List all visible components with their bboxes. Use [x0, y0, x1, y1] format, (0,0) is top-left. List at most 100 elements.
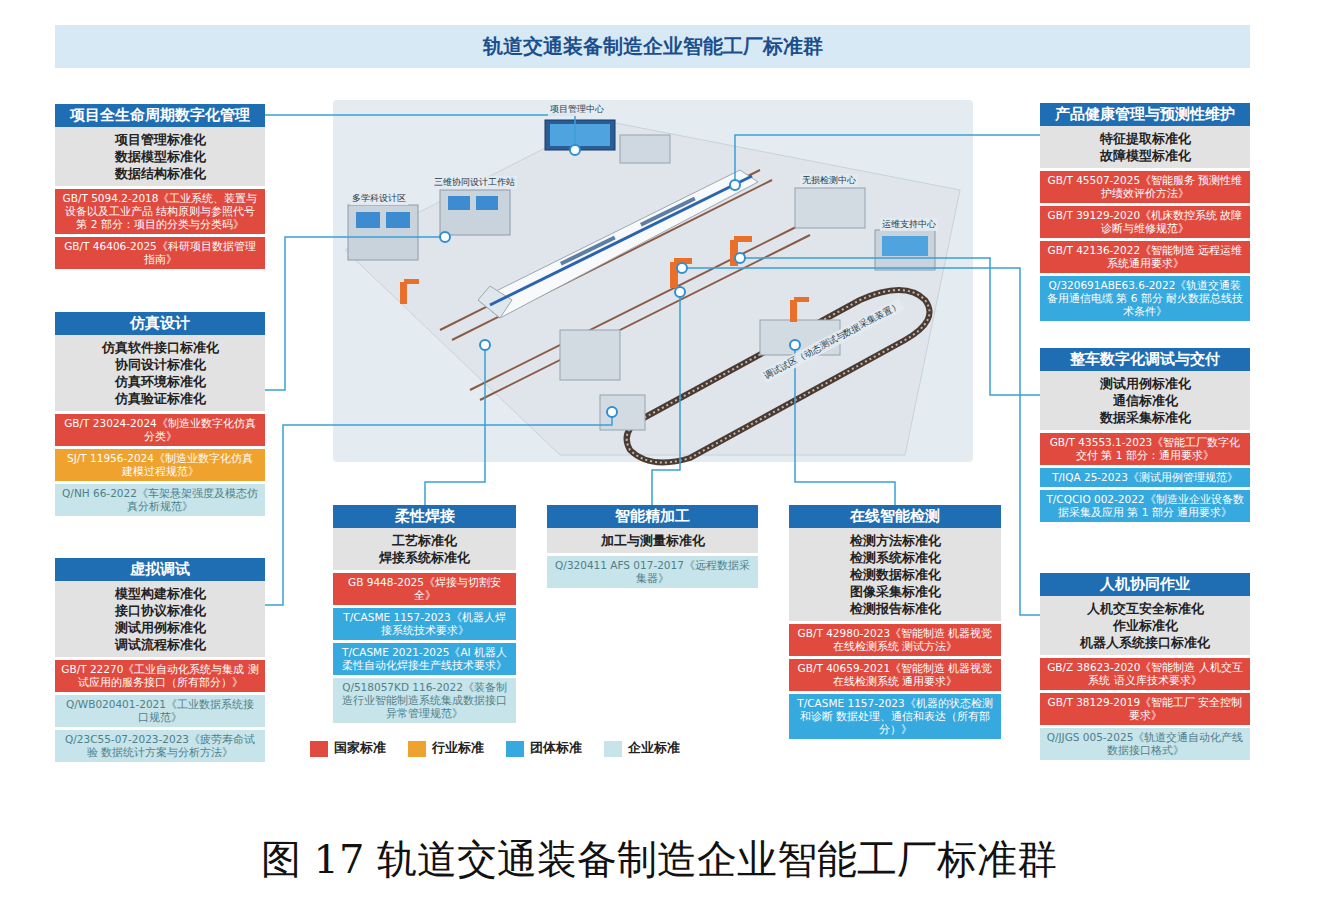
item-text: 数据模型标准化 — [59, 148, 261, 165]
item-text: 检测系统标准化 — [793, 549, 997, 566]
section-heading: 智能精加工 — [547, 505, 758, 528]
standard-text: GB/T 22270《工业自动化系统与集成 测试应用的服务接口（所有部分）》 — [61, 663, 258, 688]
item-text: 焊接系统标准化 — [337, 549, 512, 566]
item-text: 协同设计标准化 — [59, 356, 261, 373]
standard-section: 智能精加工加工与测量标准化 Q/320411 AFS 017-2017《远程数据采… — [547, 505, 758, 588]
standard-text: GB 9448-2025《焊接与切割安全》 — [348, 576, 501, 601]
legend: 国家标准 行业标准 团体标准 企业标准 — [310, 740, 680, 757]
legend-entry: 国家标准 — [310, 740, 386, 757]
item-text: 仿真环境标准化 — [59, 373, 261, 390]
standard-text: GB/T 46406-2025《科研项目数据管理指南》 — [64, 240, 256, 265]
legend-swatch — [506, 741, 524, 757]
item-panel: 工艺标准化焊接系统标准化 — [333, 528, 516, 570]
standard-text: GB/T 45507-2025《智能服务 预测性维护绩效评价方法》 — [1048, 174, 1243, 199]
item-text: 故障模型标准化 — [1044, 147, 1246, 164]
standard-box: Q/JJGS 005-2025《轨道交通自动化产线数据接口格式》 — [1040, 728, 1250, 760]
standard-text: Q/320691ABE63.6-2022《轨道交通装备用通信电缆 第 6 部分 … — [1047, 279, 1243, 317]
standard-box: T/CQCIO 002-2022《制造业企业设备数据采集及应用 第 1 部分 通… — [1040, 490, 1250, 522]
standard-text: GB/T 39129-2020《机床数控系统 故障诊断与维修规范》 — [1048, 209, 1243, 234]
standard-text: Q/518057KD 116-2022《装备制造行业智能制造系统集成数据接口异常… — [342, 681, 507, 719]
legend-text: 行业标准 — [432, 740, 484, 757]
standard-box: Q/320411 AFS 017-2017《远程数据采集器》 — [547, 556, 758, 588]
item-text: 通信标准化 — [1044, 392, 1246, 409]
standard-text: GB/T 43553.1-2023《智能工厂数字化交付 第 1 部分：通用要求》 — [1050, 436, 1241, 461]
section-heading: 整车数字化调试与交付 — [1040, 348, 1250, 371]
standard-box: Q/518057KD 116-2022《装备制造行业智能制造系统集成数据接口异常… — [333, 678, 516, 723]
standard-text: T/CASME 1157-2023《机器的状态检测和诊断 数据处理、通信和表达（… — [797, 697, 992, 735]
standard-box: T/IQA 25-2023《测试用例管理规范》 — [1040, 468, 1250, 487]
item-text: 工艺标准化 — [337, 532, 512, 549]
standard-text: Q/320411 AFS 017-2017《远程数据采集器》 — [555, 559, 750, 584]
standard-box: T/CASME 1157-2023《机器的状态检测和诊断 数据处理、通信和表达（… — [789, 694, 1001, 739]
standard-section: 整车数字化调试与交付测试用例标准化通信标准化数据采集标准化 GB/T 43553.… — [1040, 348, 1250, 522]
item-panel: 模型构建标准化接口协议标准化测试用例标准化调试流程标准化 — [55, 581, 265, 657]
standard-box: GB 9448-2025《焊接与切割安全》 — [333, 573, 516, 605]
item-text: 数据结构标准化 — [59, 165, 261, 182]
standard-text: GB/Z 38623-2020《智能制造 人机交互系统 语义库技术要求》 — [1047, 661, 1243, 686]
standard-box: Q/320691ABE63.6-2022《轨道交通装备用通信电缆 第 6 部分 … — [1040, 276, 1250, 321]
item-text: 图像采集标准化 — [793, 583, 997, 600]
legend-text: 企业标准 — [628, 740, 680, 757]
section-heading: 柔性焊接 — [333, 505, 516, 528]
section-heading: 在线智能检测 — [789, 505, 1001, 528]
standard-text: T/CASME 1157-2023《机器人焊接系统技术要求》 — [343, 611, 505, 636]
standard-text: GB/T 40659-2021《智能制造 机器视觉在线检测系统 通用要求》 — [798, 662, 993, 687]
item-panel: 检测方法标准化检测系统标准化检测数据标准化图像采集标准化检测报告标准化 — [789, 528, 1001, 621]
standard-text: GB/T 42136-2022《智能制造 远程运维系统通用要求》 — [1048, 244, 1243, 269]
item-text: 作业标准化 — [1044, 617, 1246, 634]
section-heading: 产品健康管理与预测性维护 — [1040, 103, 1250, 126]
workstations — [348, 120, 935, 430]
rail-track — [440, 170, 810, 400]
standard-box: GB/T 46406-2025《科研项目数据管理指南》 — [55, 237, 265, 269]
item-panel: 测试用例标准化通信标准化数据采集标准化 — [1040, 371, 1250, 430]
standard-text: GB/T 23024-2024《制造业数字化仿真 分类》 — [64, 417, 256, 442]
item-panel: 特征提取标准化故障模型标准化 — [1040, 126, 1250, 168]
item-text: 接口协议标准化 — [59, 602, 261, 619]
standard-box: Q/WB020401-2021《工业数据系统接口规范》 — [55, 695, 265, 727]
area-label: 多学科设计区 — [350, 192, 408, 205]
item-text: 检测方法标准化 — [793, 532, 997, 549]
section-heading: 人机协同作业 — [1040, 573, 1250, 596]
train-windows — [560, 197, 696, 266]
item-text: 项目管理标准化 — [59, 131, 261, 148]
item-text: 特征提取标准化 — [1044, 130, 1246, 147]
train-stripe — [490, 176, 752, 305]
standard-box: GB/T 40659-2021《智能制造 机器视觉在线检测系统 通用要求》 — [789, 659, 1001, 691]
standard-section: 项目全生命周期数字化管理项目管理标准化数据模型标准化数据结构标准化GB/T 50… — [55, 104, 265, 269]
standard-box: Q/23C55-07-2023-2023《疲劳寿命试验 数据统计方案与分析方法》 — [55, 730, 265, 762]
standard-box: T/CASME 2021-2025《AI 机器人柔性自动化焊接生产线技术要求》 — [333, 643, 516, 675]
legend-text: 团体标准 — [530, 740, 582, 757]
standard-section: 仿真设计仿真软件接口标准化协同设计标准化仿真环境标准化仿真验证标准化GB/T 2… — [55, 312, 265, 516]
train-body — [478, 170, 758, 318]
standard-box: GB/T 23024-2024《制造业数字化仿真 分类》 — [55, 414, 265, 446]
standard-box: SJ/T 11956-2024《制造业数字化仿真 建模过程规范》 — [55, 449, 265, 481]
item-text: 检测数据标准化 — [793, 566, 997, 583]
legend-swatch — [604, 741, 622, 757]
legend-swatch — [408, 741, 426, 757]
area-label: 无损检测中心 — [800, 174, 858, 187]
standard-text: T/CQCIO 002-2022《制造业企业设备数据采集及应用 第 1 部分 通… — [1046, 493, 1243, 518]
item-text: 调试流程标准化 — [59, 636, 261, 653]
standard-box: GB/T 43553.1-2023《智能工厂数字化交付 第 1 部分：通用要求》 — [1040, 433, 1250, 465]
standard-box: GB/T 39129-2020《机床数控系统 故障诊断与维修规范》 — [1040, 206, 1250, 238]
standard-box: GB/T 5094.2-2018《工业系统、装置与设备以及工业产品 结构原则与参… — [55, 189, 265, 234]
item-panel: 加工与测量标准化 — [547, 528, 758, 553]
standard-text: Q/23C55-07-2023-2023《疲劳寿命试验 数据统计方案与分析方法》 — [65, 733, 255, 758]
standard-section: 虚拟调试模型构建标准化接口协议标准化测试用例标准化调试流程标准化GB/T 222… — [55, 558, 265, 762]
standard-text: Q/NH 66-2022《车架悬架强度及模态仿真分析规范》 — [62, 487, 258, 512]
legend-entry: 企业标准 — [604, 740, 680, 757]
item-text: 检测报告标准化 — [793, 600, 997, 617]
standard-box: GB/T 22270《工业自动化系统与集成 测试应用的服务接口（所有部分）》 — [55, 660, 265, 692]
standard-section: 人机协同作业人机交互安全标准化作业标准化机器人系统接口标准化GB/Z 38623… — [1040, 573, 1250, 760]
item-text: 人机交互安全标准化 — [1044, 600, 1246, 617]
item-text: 测试用例标准化 — [59, 619, 261, 636]
standard-text: Q/JJGS 005-2025《轨道交通自动化产线数据接口格式》 — [1047, 731, 1244, 756]
test-loop-track — [627, 290, 930, 463]
item-text: 测试用例标准化 — [1044, 375, 1246, 392]
legend-entry: 团体标准 — [506, 740, 582, 757]
standard-section: 在线智能检测检测方法标准化检测系统标准化检测数据标准化图像采集标准化检测报告标准… — [789, 505, 1001, 739]
item-text: 仿真软件接口标准化 — [59, 339, 261, 356]
robots — [400, 236, 809, 322]
illustration-ground — [333, 100, 973, 462]
legend-text: 国家标准 — [334, 740, 386, 757]
